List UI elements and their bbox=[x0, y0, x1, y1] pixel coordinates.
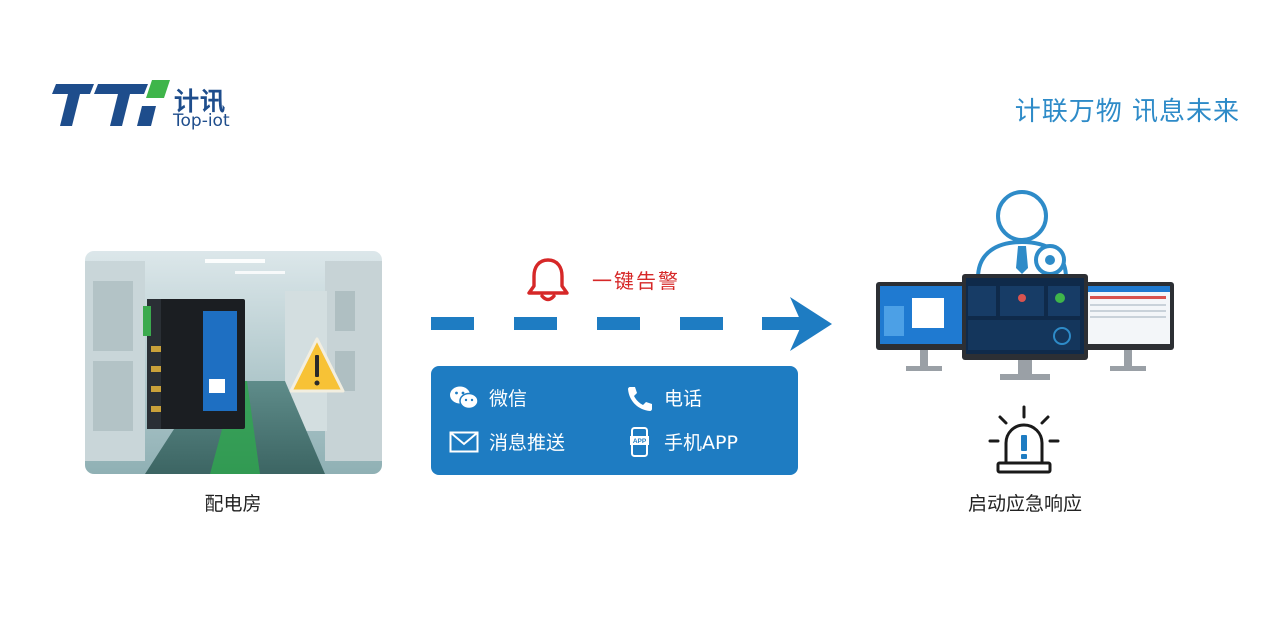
arrow-dash bbox=[431, 317, 474, 330]
brand-slogan: 计联万物 讯息未来 bbox=[1014, 97, 1240, 127]
mobile-app-icon: APP bbox=[624, 426, 654, 457]
brand-name-en: Top-iot bbox=[173, 111, 230, 131]
router-device bbox=[143, 299, 245, 429]
channel-wechat: 微信 bbox=[449, 384, 527, 411]
arrow-dash bbox=[597, 317, 640, 330]
siren-icon bbox=[988, 405, 1060, 474]
app-badge-text: APP bbox=[633, 438, 647, 445]
alert-label: 一键告警 bbox=[592, 269, 680, 293]
brand-name-cn: 计讯 bbox=[174, 87, 227, 116]
monitor-right bbox=[1082, 282, 1174, 371]
channel-label: 手机APP bbox=[664, 432, 738, 454]
arrow-dash bbox=[680, 317, 723, 330]
brand-logo: 计讯 Top-iot bbox=[52, 78, 230, 138]
distribution-room-photo bbox=[85, 251, 382, 474]
monitoring-center-illustration bbox=[876, 190, 1174, 380]
arrow-head-icon bbox=[762, 297, 832, 351]
bell-icon bbox=[527, 258, 569, 302]
operator-icon bbox=[976, 190, 1068, 279]
source-label: 配电房 bbox=[204, 493, 262, 515]
channel-message-push: 消息推送 bbox=[449, 428, 565, 455]
notification-channels-panel: 微信 电话 消息推送 APP 手机APP bbox=[431, 366, 798, 475]
channel-label: 消息推送 bbox=[489, 432, 566, 454]
channel-label: 微信 bbox=[489, 388, 528, 410]
channel-label: 电话 bbox=[664, 388, 703, 410]
channel-phone: 电话 bbox=[624, 384, 702, 411]
monitor-center bbox=[962, 274, 1088, 380]
wechat-icon bbox=[449, 385, 479, 411]
monitor-left bbox=[876, 282, 972, 371]
top-iot-logo-mark bbox=[52, 80, 170, 126]
mail-icon bbox=[449, 429, 479, 455]
arrow-dash bbox=[514, 317, 557, 330]
channel-mobile-app: APP 手机APP bbox=[624, 426, 738, 457]
warning-icon bbox=[289, 337, 345, 393]
target-label: 启动应急响应 bbox=[967, 493, 1082, 515]
phone-icon bbox=[624, 385, 654, 411]
